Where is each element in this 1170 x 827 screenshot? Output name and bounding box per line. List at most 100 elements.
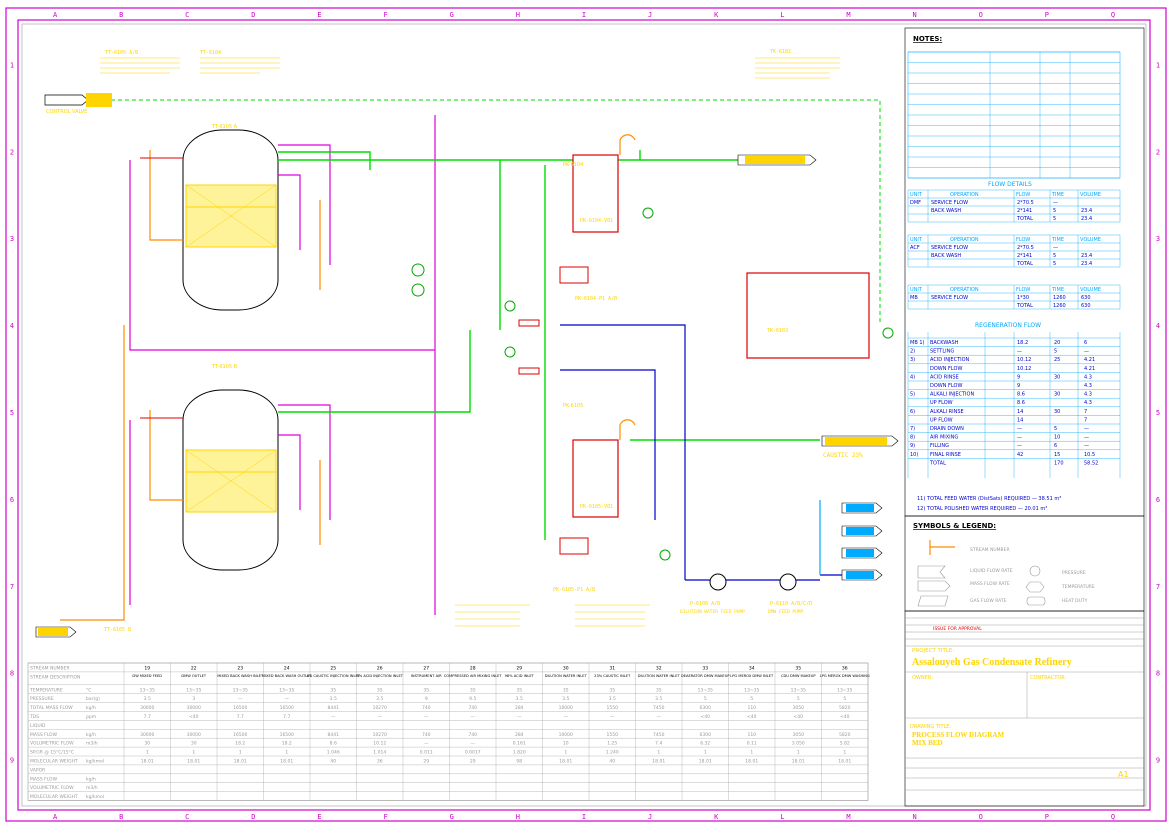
grid-col-label: J [648,11,652,19]
regen-cell: TOTAL [929,460,946,466]
stream-cell-spgr: 1.014 [373,750,386,756]
flow-cell: TOTAL [1016,303,1033,309]
regen-cell: 5 [1054,426,1057,432]
stream-cell-descriptions: INSTRUMENT AIR [411,674,442,678]
regen-cell: 7 [1084,417,1087,423]
stream-cell-descriptions: COMPRESSED AIR MIXING INLET [444,674,503,678]
stream-cell-total_flow: 6300 [700,705,712,711]
stream-cell-total_flow: 740 [422,705,431,711]
regen-cell: — [1084,435,1089,441]
regen-cell: 7 [1084,409,1087,415]
label-caustic: CAUSTIC 23% [823,452,863,459]
regen-cell: 9 [1017,374,1020,380]
flow-cell: SERVICE FLOW [931,200,968,206]
grid-col-label: Q [1111,813,1115,821]
tank-pk-6104-v01 [572,134,636,233]
grid-col-label: J [648,813,652,821]
stream-row-label: MOLECULAR WEIGHT [30,759,78,765]
stream-cell-liq_mass: 16500 [233,732,247,738]
stream-cell-liq_mass: 110 [747,732,756,738]
regen-cell: 20 [1054,340,1060,346]
grid-row-label: 2 [1156,148,1160,156]
drawing-title-label: DRAWING TITLE: [910,724,951,730]
stream-cell-tds: — [331,715,336,720]
stream-row-unit: kg/h [86,776,96,782]
stream-cell-spgr: 0.0017 [465,750,481,756]
grid-col-label: C [185,11,189,19]
grid-row-label: 7 [10,583,14,591]
stream-cell-liq_mass: 6300 [700,732,712,738]
label-pk-6104-p1: PK-6104-P1 A/B [575,296,617,302]
regen-cell: — [1017,349,1022,355]
stream-row-unit: kg/kmol [86,759,104,765]
grid-col-label: E [317,813,321,821]
stream-cell-tds: — [564,715,569,720]
owner-label: OWNER: [912,675,933,681]
regen-cell: — [1084,426,1089,432]
label-pump-a-desc: DILUTION WATER FEED PUMP [680,609,745,615]
stream-row-label: TEMPERATURE [29,687,63,693]
vessel-tt-6105-a [182,129,279,311]
stream-cell-spgr: 1 [843,750,846,756]
grid-col-label: N [912,813,916,821]
svg-text:TK-6102: TK-6102 [770,49,791,55]
stream-cell-descriptions: LPG MEROX DMW INLET [730,674,774,678]
regen-cell: SETTLING [930,349,954,355]
stream-row-unit: ppm [86,715,96,720]
svg-text:PK-6104: PK-6104 [563,162,583,168]
stream-cell-temperature: 13~35 [233,687,248,693]
stream-cell-temperature: 13~35 [279,687,294,693]
stream-cell-pressure: — [238,697,243,702]
grid-row-label: 2 [10,148,14,156]
label-pk-6105-v01: PK-6105-V01 [580,504,613,510]
regen-cell: FILLING [930,443,949,449]
stream-cell-total_flow: 7450 [653,705,665,711]
stream-cell-liq_vol: 1.25 [607,741,617,747]
regen-cell: 10.12 [1017,357,1031,363]
grid-col-label: N [912,11,916,19]
flow-cell: SERVICE FLOW [931,245,968,251]
legend-pressure: PRESSURE [1062,570,1086,576]
flow-cell: 1260 [1053,303,1066,309]
flow-header: VOLUME [1080,287,1101,293]
label-pk-6105-p1: PK-6105-P1 A/B [553,587,595,593]
stream-cell-liq_vol: 10.12 [373,741,386,747]
stream-cell-temperature: 13~35 [837,687,852,693]
grid-row-label: 7 [1156,583,1160,591]
legend-heat-duty: HEAT DUTY [1062,598,1088,604]
regen-cell: 170 [1054,460,1064,466]
stream-cell-streams: 30 [563,666,569,672]
stream-cell-spgr: 1 [657,750,660,756]
stream-cell-mw: 98 [516,759,522,765]
title-block: ISSUE FOR APPROVAL PROJECT TITLE: Assalo… [904,610,1145,807]
flow-cell: SERVICE FLOW [931,295,968,301]
grid-col-label: L [780,813,784,821]
drawing-title-1: PROCESS FLOW DIAGRAM [912,731,1004,739]
stream-cell-mw: 18.01 [280,759,293,765]
label-pump-b-desc: DMW FEED PUMP [768,609,804,615]
stream-cell-total_flow: 10270 [373,705,387,711]
label-tk-6103: TK-6103 [767,328,788,334]
label-tt-6105: TT-6105 B [104,627,131,633]
stream-cell-streams: 36 [842,666,848,672]
stream-cell-liq_mass: 10270 [373,732,387,738]
regen-cell: 8.6 [1017,392,1025,398]
stream-cell-liq_mass: 5820 [839,732,851,738]
regen-cell: ALKALI INJECTION [930,392,974,398]
regen-cell: 8) [910,435,915,441]
total-feed-water: 11) TOTAL FEED WATER (DistSats) REQUIRED… [917,496,1061,502]
flow-header: VOLUME [1080,237,1101,243]
grid-col-label: F [384,813,388,821]
stream-cell-pressure: 3.5 [609,696,616,702]
stream-cell-spgr: 1 [704,750,707,756]
stream-cell-liq_mass: 30000 [140,732,154,738]
issue-text: ISSUE FOR APPROVAL [933,626,982,632]
grid-row-label: 5 [10,409,14,417]
regen-cell: 10) [910,452,918,458]
stream-row-label: LIQUID [30,723,46,729]
stream-cell-pressure: 3.5 [330,696,337,702]
stream-cell-pressure: 5 [750,696,753,702]
stream-cell-liq_mass: 10000 [559,732,573,738]
flow-unit: MB [910,295,918,301]
stream-cell-streams: 24 [284,666,290,672]
